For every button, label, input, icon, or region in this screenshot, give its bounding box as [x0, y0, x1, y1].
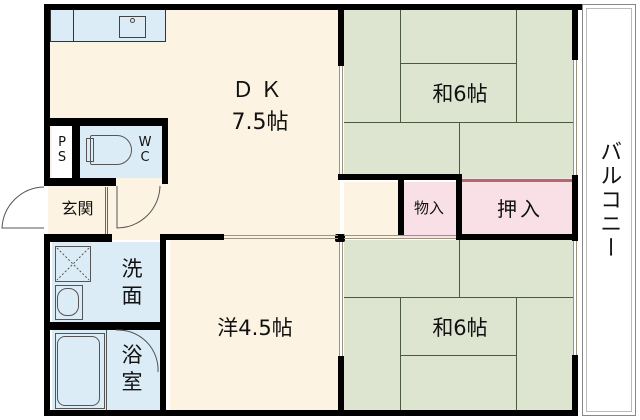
room-ps: [52, 126, 72, 178]
bathroom-label: 浴 室: [121, 343, 143, 395]
bathtub-icon: [55, 333, 105, 409]
wc-label: W C: [138, 135, 152, 165]
storage-label: 物入: [413, 199, 444, 217]
entrance-label: 玄関: [61, 199, 94, 218]
washitsu-top-label: 和6帖: [432, 82, 488, 106]
ps-label: P S: [57, 135, 67, 165]
washer-space-icon: [55, 246, 91, 282]
balcony: [582, 4, 636, 416]
room-entrance: [50, 187, 105, 234]
washroom-label: 洗 面: [121, 257, 143, 309]
washbasin-icon: [55, 285, 83, 320]
room-yoshitsu: [170, 240, 340, 412]
dk-label-line1: ＤＫ: [231, 78, 288, 103]
room-oshiire: [462, 178, 574, 236]
toilet-icon: [90, 135, 132, 165]
room-storage: [400, 182, 458, 238]
kitchen-counter: [50, 8, 166, 42]
dk-label-line2: 7.5帖: [231, 110, 289, 135]
oshiire-label: 押入: [497, 197, 543, 221]
washitsu-bottom-label: 和6帖: [432, 316, 488, 340]
balcony-label: バルコニー: [596, 140, 622, 260]
sink-icon: [119, 16, 146, 38]
yoshitsu-label: 洋4.5帖: [217, 316, 293, 340]
